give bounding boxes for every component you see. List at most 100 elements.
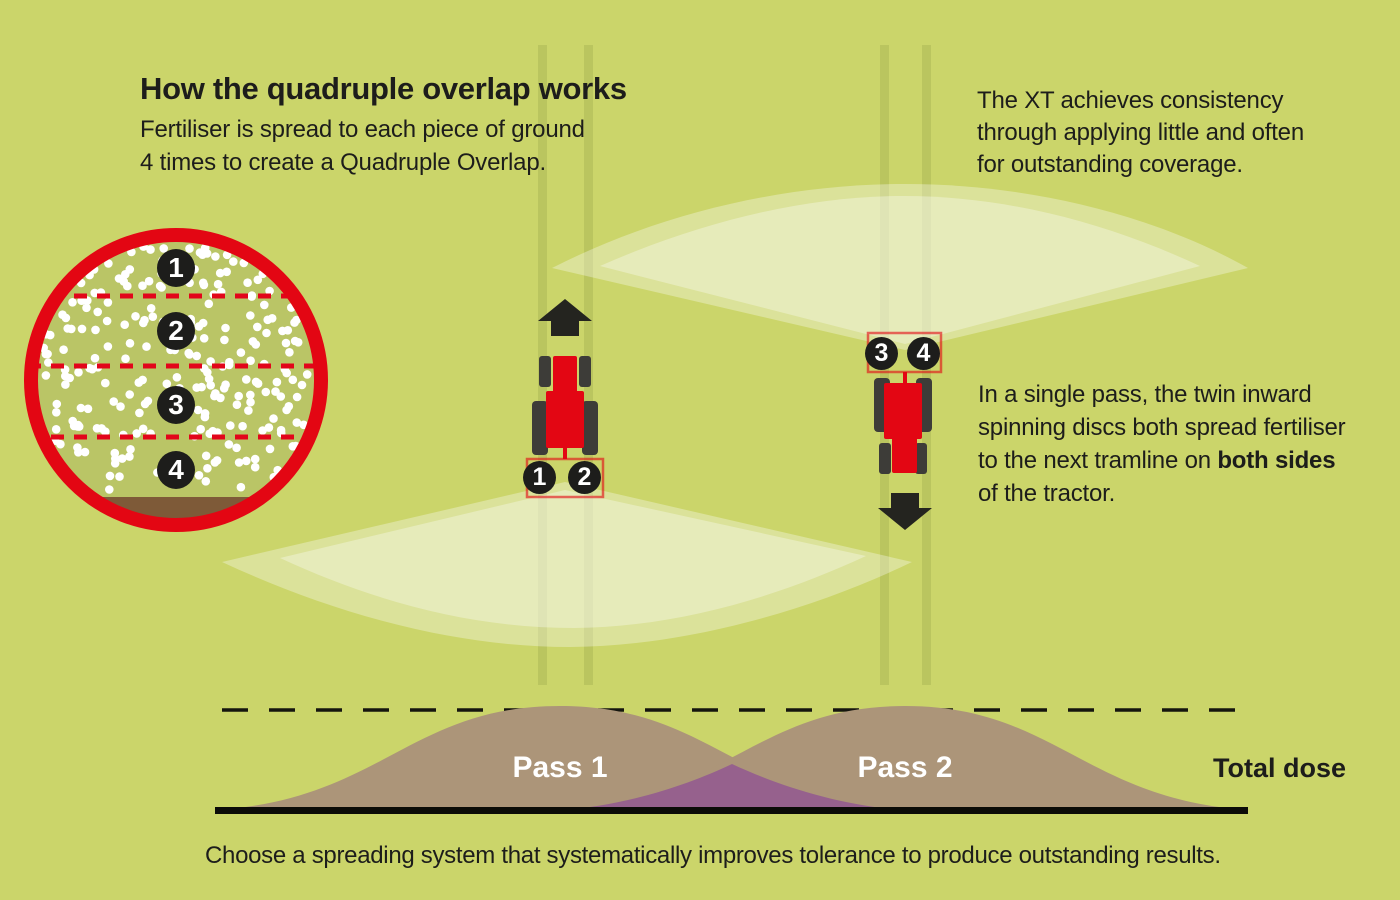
granule-dot [211, 252, 220, 261]
tractor-hitch [563, 448, 567, 459]
granule-dot [204, 299, 214, 309]
granule-dot [258, 426, 267, 435]
granule-dot [293, 338, 303, 347]
granule-dot [155, 281, 165, 291]
granule-dot [105, 471, 115, 481]
spread-pattern-pass1 [222, 482, 912, 647]
granule-dot [74, 368, 83, 377]
granule-dot [116, 402, 125, 411]
granule-dot [76, 403, 86, 413]
granule-dot [91, 325, 100, 335]
granule-dot [251, 340, 261, 349]
front-wheel [915, 443, 927, 474]
pass-note-line-2: spinning discs both spread fertiliser [978, 414, 1346, 441]
granule-dot [103, 342, 113, 351]
granule-dot [261, 387, 271, 397]
granule-dot [121, 354, 130, 364]
granule-dot [221, 380, 230, 390]
front-wheel [879, 443, 891, 474]
granule-dot [253, 379, 263, 388]
front-wheel [579, 356, 591, 387]
granule-dot [232, 400, 242, 410]
granule-dot [162, 379, 172, 389]
granule-dot [200, 412, 210, 422]
granule-dot [93, 307, 102, 317]
granule-dot [284, 402, 294, 411]
granule-dot [290, 318, 299, 327]
granule-dot [222, 267, 231, 277]
granule-dot [272, 377, 282, 387]
granule-dot [102, 316, 112, 326]
granule-dot [125, 339, 135, 348]
layer-badge-2: 2 [157, 312, 195, 350]
granule-dot [271, 387, 280, 396]
granule-dot [276, 425, 286, 435]
granule-dot [246, 311, 255, 320]
spread-lens-inner [280, 490, 866, 628]
granule-dot [142, 342, 151, 351]
granule-dot [278, 326, 287, 336]
granule-dot [101, 378, 110, 388]
pass1-label: Pass 1 [512, 751, 608, 784]
granule-dot [140, 315, 149, 325]
granule-dot [41, 349, 51, 359]
spread-badge-1: 1 [523, 461, 556, 494]
granule-dot [140, 399, 150, 409]
granule-dot [253, 275, 263, 285]
granule-dot [109, 397, 118, 406]
pass-note-line-3: to the next tramline on both sides [978, 444, 1336, 477]
granule-dot [201, 451, 211, 461]
overlap-region [560, 764, 905, 810]
granule-dot [302, 370, 312, 379]
granule-dot [281, 338, 291, 348]
granule-dot [52, 408, 61, 417]
granule-dot [148, 312, 158, 322]
inset-red-ring [24, 228, 328, 532]
soil-inset [24, 228, 328, 532]
granule-dot [61, 380, 70, 389]
tractor-pass1 [525, 299, 605, 499]
granule-dot [246, 390, 255, 400]
granule-dot [236, 482, 246, 492]
granule-dot [110, 448, 120, 458]
granule-dot [104, 259, 113, 268]
pass-note-line-4: of the tractor. [978, 480, 1116, 507]
granule-dot [74, 448, 83, 457]
granule-dot [216, 393, 225, 403]
granule-dot [220, 335, 229, 345]
granule-dot [146, 304, 156, 313]
granule-dot [85, 363, 94, 373]
granule-dot [232, 443, 241, 453]
granule-dot [226, 421, 235, 430]
granule-dot [215, 268, 225, 278]
granule-dot [125, 390, 134, 399]
granule-dot [103, 298, 113, 307]
pass-note-line-1: In a single pass, the twin inward [978, 381, 1312, 408]
granule-dot [41, 371, 51, 380]
granule-dot [59, 345, 68, 355]
granule-dot [80, 447, 90, 457]
dose-chart [215, 706, 1250, 814]
xt-note-line-1: The XT achieves consistency [977, 87, 1284, 114]
granule-dot [61, 313, 71, 323]
ground-baseline [215, 807, 1248, 814]
granule-dot [201, 477, 211, 486]
granule-dot [192, 351, 201, 361]
granule-dot [77, 324, 87, 334]
granule-dot [234, 458, 244, 467]
granule-dot [199, 334, 209, 343]
rear-wheel [582, 401, 598, 455]
granule-dot [224, 440, 234, 449]
granule-dot [263, 315, 273, 325]
granule-dot [90, 353, 100, 363]
pass2-label: Pass 2 [857, 751, 953, 784]
granule-dot [138, 424, 148, 434]
spread-pattern-pass2 [552, 184, 1248, 350]
granule-dot [193, 405, 203, 415]
granule-dot [135, 408, 144, 418]
granule-dot [250, 454, 260, 464]
granule-dot [117, 454, 127, 463]
granule-dot [243, 278, 252, 288]
granule-dot [250, 462, 260, 472]
